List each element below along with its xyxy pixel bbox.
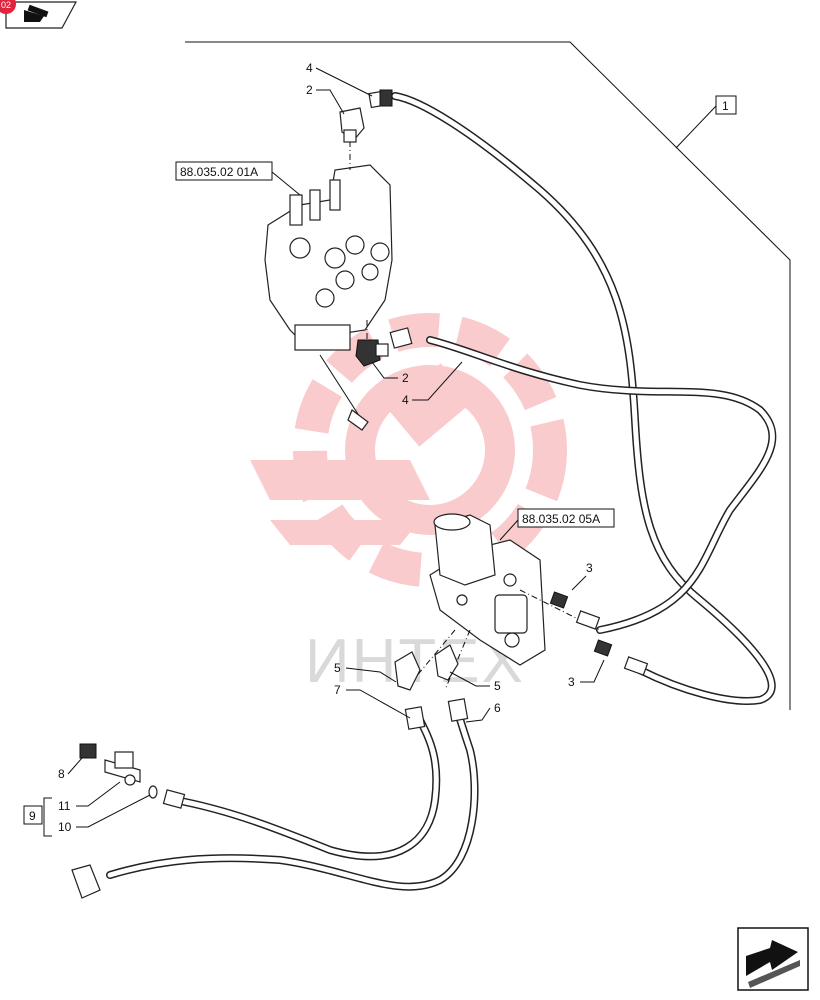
next-page-icon[interactable]: [737, 927, 809, 991]
callout-3-upper: 3: [586, 561, 593, 575]
hose-long-middle: [426, 336, 777, 634]
hose-7: [171, 716, 441, 861]
centerline-aux-right: [444, 629, 471, 691]
hose-end-7: [404, 706, 426, 730]
svg-text:1: 1: [722, 99, 729, 113]
previous-page-icon[interactable]: [5, 1, 78, 29]
adapter-fitting-3-lower: [593, 639, 613, 657]
svg-text:9: 9: [29, 809, 36, 823]
leader-6: [465, 707, 491, 723]
elbow-fitting-2-mid: [355, 339, 389, 367]
callout-10: 10: [58, 820, 72, 834]
elbow-fitting-5-left: [394, 651, 421, 691]
callout-3-lower: 3: [568, 675, 575, 689]
leader-2-mid: [371, 361, 398, 379]
watermark-logo: [250, 313, 567, 587]
auxiliary-valve-reference[interactable]: 88.035.02 05A: [517, 508, 615, 528]
elbow-fitting-2-top: [339, 107, 365, 143]
assembly-label-box: 1: [715, 95, 737, 115]
callout-2-mid: 2: [402, 371, 409, 385]
hose-end-upper-right: [575, 610, 601, 630]
leader-5-left: [345, 667, 397, 683]
svg-text:02: 02: [1, 0, 11, 10]
leader-4-mid: [412, 361, 463, 401]
svg-text:88.035.02 05A: 88.035.02 05A: [522, 512, 600, 526]
svg-text:88.035.02 01A: 88.035.02 01A: [180, 165, 258, 179]
seal-ring-10: [148, 785, 158, 799]
assembly-leader: [675, 105, 717, 149]
hose-end-tee: [162, 789, 186, 809]
tee-fitting-11: [104, 751, 141, 786]
leader-4-top: [315, 67, 373, 97]
control-valve-reference[interactable]: 88.035.02 01A: [175, 161, 273, 181]
leader-11: [76, 781, 121, 807]
leader-2-top: [316, 89, 345, 115]
control-valve: [264, 164, 393, 431]
control-valve-reference-leader: [271, 171, 301, 196]
tee-kit-bracket: [43, 797, 52, 837]
callout-2-top: 2: [306, 83, 313, 97]
tee-kit-label-box: 9: [23, 805, 43, 825]
auxiliary-valve: [429, 513, 546, 666]
hose-6: [106, 708, 479, 891]
leader-5-right: [449, 671, 490, 687]
leader-3-upper: [571, 575, 587, 591]
callout-7: 7: [334, 683, 341, 697]
callout-6: 6: [494, 701, 501, 715]
callout-4-top: 4: [306, 61, 313, 75]
hose-end-elbow-left: [71, 864, 101, 899]
hose-end-6: [447, 698, 469, 722]
page-badge: 02: [0, 0, 16, 14]
hose-long-upper: [391, 92, 776, 705]
hose-end-lower-right: [623, 656, 649, 676]
callout-8: 8: [58, 767, 65, 781]
assembly-bracket-line: [185, 41, 791, 710]
hose-end-4-top: [368, 89, 393, 109]
leader-3-lower: [580, 659, 605, 683]
callout-11: 11: [58, 799, 71, 813]
cap-8: [79, 743, 97, 759]
hose-end-4-mid: [389, 327, 413, 349]
leader-8: [67, 757, 83, 775]
elbow-fitting-5-right: [434, 644, 459, 681]
callout-5-left: 5: [334, 661, 341, 675]
leader-10: [76, 794, 151, 828]
callout-5-right: 5: [494, 679, 501, 693]
callout-4-mid: 4: [402, 393, 409, 407]
adapter-fitting-3-upper: [549, 591, 569, 609]
leader-7: [346, 689, 411, 719]
auxiliary-valve-reference-leader: [499, 519, 519, 541]
